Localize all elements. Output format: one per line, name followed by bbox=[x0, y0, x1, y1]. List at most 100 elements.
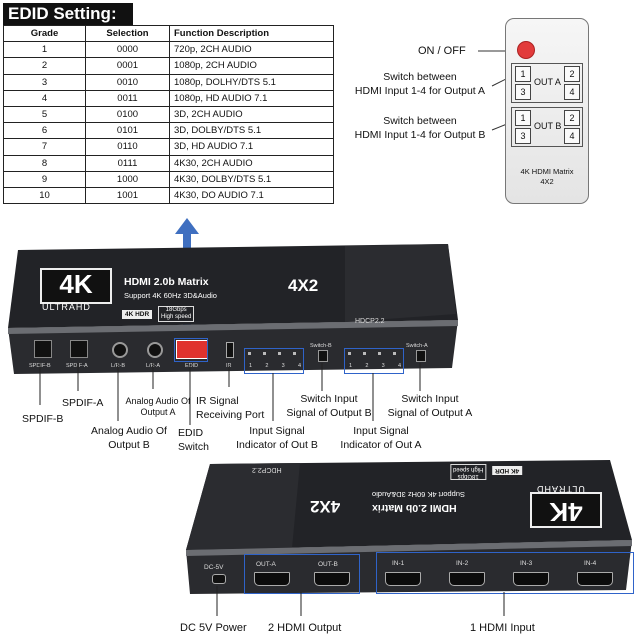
cell-selection: 1001 bbox=[85, 186, 170, 205]
edid-outline bbox=[174, 338, 208, 362]
front-speed-badge: 18Gbps High speed bbox=[158, 306, 195, 322]
device-back bbox=[186, 460, 632, 594]
label-analog-a: Analog Audio Of Output A bbox=[125, 396, 191, 417]
hdmi-out-b-port bbox=[314, 572, 350, 586]
cell-selection: 0011 bbox=[85, 89, 170, 107]
cell-selection: 0100 bbox=[85, 105, 170, 124]
out-b-button-2[interactable]: 2 bbox=[564, 110, 580, 126]
back-4k-logo: 4K bbox=[530, 492, 602, 528]
front-hdcp: HDCP2.2 bbox=[355, 318, 385, 325]
out-b-label: OUT B bbox=[534, 121, 562, 131]
label-switch-b: Switch Input Signal of Output B bbox=[286, 393, 372, 419]
switch-b-button[interactable] bbox=[318, 350, 328, 362]
front-title: HDMI 2.0b Matrix bbox=[124, 276, 209, 288]
label-edid-switch: EDID Switch bbox=[178, 427, 209, 453]
cell-function: 1080p, DOLHY/DTS 5.1 bbox=[169, 73, 334, 91]
remote-control: 1 2 3 4 OUT A 1 2 3 4 OUT B 4K HDMI Matr… bbox=[505, 18, 589, 204]
switch-a-button[interactable] bbox=[416, 350, 426, 362]
cell-function: 3D, DOLBY/DTS 5.1 bbox=[169, 122, 334, 140]
front-hdr-badge: 4K HDR bbox=[122, 310, 153, 319]
remote-switch-a-label: Switch between HDMI Input 1-4 for Output… bbox=[354, 71, 486, 97]
lbl-in-2: IN-2 bbox=[456, 560, 469, 567]
out-a-button-4[interactable]: 4 bbox=[564, 84, 580, 100]
label-ir: IR Signal Receiving Port bbox=[196, 395, 265, 421]
lr-b-jack bbox=[112, 342, 128, 358]
input-outline bbox=[376, 552, 634, 594]
lbl-edid: EDID bbox=[185, 363, 199, 369]
spdif-b-port bbox=[34, 340, 52, 358]
led-a-1 bbox=[348, 352, 351, 355]
cell-selection: 0001 bbox=[85, 57, 170, 75]
out-b-button-1[interactable]: 1 bbox=[515, 110, 531, 126]
cell-selection: 0101 bbox=[85, 122, 170, 140]
label-hdmi-input: 1 HDMI Input bbox=[470, 622, 535, 634]
back-speed-badge: 18Gbps High speed bbox=[450, 464, 487, 480]
front-leader-lines bbox=[39, 363, 421, 425]
front-title-size: 4X2 bbox=[288, 276, 319, 295]
lbl-switch-a: Switch-A bbox=[406, 343, 428, 349]
cell-grade: 8 bbox=[3, 154, 86, 172]
led-b-2 bbox=[263, 352, 266, 355]
back-leader-lines bbox=[216, 586, 505, 616]
cell-function: 1080p, 2CH AUDIO bbox=[169, 57, 334, 75]
cell-grade: 10 bbox=[3, 186, 86, 205]
remote-model: 4K HDMI Matrix 4X2 bbox=[520, 167, 574, 186]
cell-grade: 2 bbox=[3, 57, 86, 75]
back-hdr-badge: 4K HDR bbox=[492, 466, 523, 475]
lbl-out-b: OUT-B bbox=[318, 561, 338, 568]
front-subtitle: Support 4K 60Hz 3D&Audio bbox=[124, 291, 217, 300]
label-indicator-b: Input Signal Indicator of Out B bbox=[236, 425, 318, 451]
lr-a-jack bbox=[147, 342, 163, 358]
cell-grade: 3 bbox=[3, 73, 86, 91]
label-switch-a: Switch Input Signal of Output A bbox=[387, 393, 473, 419]
led-b-group bbox=[248, 352, 298, 356]
cell-selection: 0000 bbox=[85, 41, 170, 59]
back-hdcp: HDCP2.2 bbox=[252, 466, 282, 473]
label-dc-power: DC 5V Power bbox=[180, 622, 247, 634]
label-spdif-b: SPDIF-B bbox=[22, 413, 64, 425]
lbl-spdif-a: SPDIF-A bbox=[66, 363, 88, 369]
power-button[interactable] bbox=[517, 41, 535, 59]
cell-function: 4K30, 2CH AUDIO bbox=[169, 154, 334, 172]
cell-grade: 1 bbox=[3, 41, 86, 59]
back-title-size: 4X2 bbox=[310, 497, 341, 516]
hdmi-in-2-port bbox=[449, 572, 485, 586]
front-ultrahd: ULTRAHD bbox=[42, 302, 91, 312]
remote-switch-b-label: Switch between HDMI Input 1-4 for Output… bbox=[354, 115, 486, 141]
back-title: HDMI 2.0b Matrix bbox=[372, 502, 457, 514]
out-b-button-4[interactable]: 4 bbox=[564, 128, 580, 144]
cell-selection: 1000 bbox=[85, 170, 170, 188]
led-b-1 bbox=[248, 352, 251, 355]
cell-function: 1080p, HD AUDIO 7.1 bbox=[169, 89, 334, 107]
led-b-outline bbox=[244, 348, 304, 374]
col-function: Function Description bbox=[169, 24, 334, 43]
lbl-dc: DC-5V bbox=[204, 564, 224, 571]
hdmi-out-a-port bbox=[254, 572, 290, 586]
back-subtitle: Support 4K 60Hz 3D&Audio bbox=[372, 490, 465, 499]
out-b-group: 1 2 3 4 OUT B bbox=[511, 107, 583, 147]
lbl-in-3: IN-3 bbox=[520, 560, 533, 567]
cell-grade: 9 bbox=[3, 170, 86, 188]
hdmi-in-4-port bbox=[577, 572, 613, 586]
out-a-button-2[interactable]: 2 bbox=[564, 66, 580, 82]
col-grade: Grade bbox=[3, 24, 86, 43]
cell-function: 3D, HD AUDIO 7.1 bbox=[169, 138, 334, 156]
cell-grade: 5 bbox=[3, 105, 86, 124]
out-a-button-3[interactable]: 3 bbox=[515, 84, 531, 100]
out-a-group: 1 2 3 4 OUT A bbox=[511, 63, 583, 103]
cell-grade: 4 bbox=[3, 89, 86, 107]
out-a-button-1[interactable]: 1 bbox=[515, 66, 531, 82]
cell-grade: 6 bbox=[3, 122, 86, 140]
cell-function: 3D, 2CH AUDIO bbox=[169, 105, 334, 124]
remote-on-off-label: ON / OFF bbox=[418, 45, 466, 57]
cell-selection: 0010 bbox=[85, 73, 170, 91]
cell-selection: 0110 bbox=[85, 138, 170, 156]
out-b-button-3[interactable]: 3 bbox=[515, 128, 531, 144]
cell-function: 4K30, DOLBY/DTS 5.1 bbox=[169, 170, 334, 188]
